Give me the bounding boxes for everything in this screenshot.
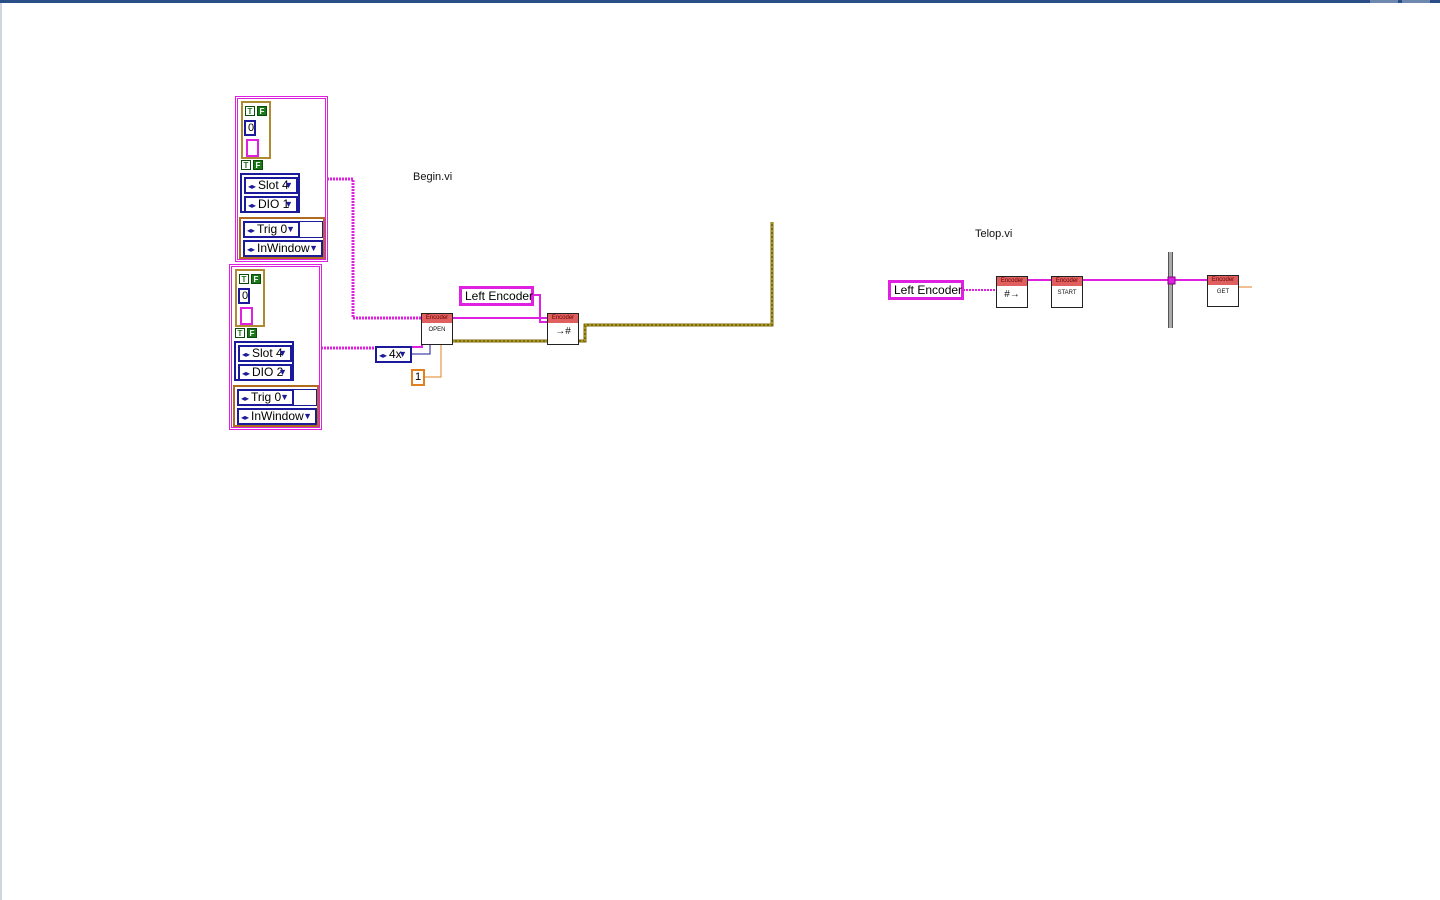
node-label: GET bbox=[1216, 289, 1230, 295]
node-header: Encoder bbox=[548, 314, 578, 323]
slot-dio-cluster: ◂▸Slot 4▼ ◂▸DIO 2▼ bbox=[234, 341, 294, 381]
window-ring[interactable]: ◂▸InWindow▼ bbox=[237, 408, 317, 425]
trigger-cluster: ◂▸Trig 0▼ ◂▸InWindow▼ bbox=[239, 217, 325, 259]
string-constant-empty[interactable] bbox=[240, 307, 253, 325]
tf-hollow-icon: T bbox=[239, 274, 249, 284]
tf-false-icon: F bbox=[253, 160, 263, 170]
left-encoder-name-constant[interactable]: Left Encoder bbox=[459, 286, 534, 306]
node-header: Encoder bbox=[997, 277, 1027, 286]
tf-false-icon: F bbox=[251, 274, 261, 284]
encoder-get-refnum-vi[interactable]: Encoder #→ bbox=[996, 276, 1028, 308]
set-refnum-icon: →# bbox=[555, 326, 571, 337]
encoder-config-cluster-2[interactable]: T F 0 T F ◂▸Slot 4▼ ◂▸DIO 2▼ ◂▸Trig 0▼ ◂… bbox=[229, 264, 322, 430]
node-header: Encoder bbox=[422, 314, 452, 323]
begin-vi-caption: Begin.vi bbox=[413, 171, 453, 183]
wire-cluster1-to-open bbox=[327, 177, 422, 320]
slot-ring[interactable]: ◂▸Slot 4▼ bbox=[238, 345, 292, 362]
minimize-button[interactable] bbox=[1370, 0, 1398, 3]
window-left-border bbox=[0, 3, 2, 900]
dio-ring[interactable]: ◂▸DIO 2▼ bbox=[238, 364, 292, 381]
string-constant-empty[interactable] bbox=[246, 139, 259, 157]
encoding-type-ring[interactable]: ◂▸4x▼ bbox=[375, 346, 412, 363]
window-title-bar bbox=[0, 0, 1440, 3]
numeric-constant[interactable]: 0 bbox=[238, 288, 250, 304]
node-header: Encoder bbox=[1052, 277, 1082, 286]
trigger-ring-tail bbox=[300, 221, 323, 238]
tf-hollow-icon: T bbox=[245, 106, 255, 116]
tf-hollow-icon: T bbox=[235, 328, 245, 338]
teleop-left-encoder-name-constant[interactable]: Left Encoder bbox=[888, 280, 964, 300]
tf-hollow-icon: T bbox=[241, 160, 251, 170]
get-refnum-icon: #→ bbox=[1004, 289, 1020, 300]
tf-false-icon: F bbox=[247, 328, 257, 338]
trigger-ring[interactable]: ◂▸Trig 0▼ bbox=[237, 389, 294, 406]
slot-ring[interactable]: ◂▸Slot 4▼ bbox=[244, 177, 298, 194]
encoder-open-vi[interactable]: Encoder OPEN bbox=[421, 313, 453, 345]
slot-dio-cluster: ◂▸Slot 4▼ ◂▸DIO 1▼ bbox=[240, 173, 300, 213]
tf-false-icon: F bbox=[257, 106, 267, 116]
dio-ring[interactable]: ◂▸DIO 1▼ bbox=[244, 196, 298, 213]
encoder-get-vi[interactable]: Encoder GET bbox=[1207, 275, 1239, 307]
wire-name-to-setref bbox=[534, 294, 548, 323]
wire-ring-to-open bbox=[412, 344, 431, 355]
teleop-vi-caption: Telop.vi bbox=[975, 228, 1013, 240]
trigger-ring-tail bbox=[294, 389, 317, 406]
bool-cluster-1: T F 0 bbox=[241, 101, 271, 159]
index-constant[interactable]: 1 bbox=[411, 369, 425, 386]
wire-index-to-open bbox=[424, 343, 442, 378]
numeric-constant[interactable]: 0 bbox=[244, 120, 256, 136]
close-button[interactable] bbox=[1402, 0, 1430, 3]
sequence-frame-edge bbox=[1168, 252, 1173, 328]
bool-cluster-2: T F 0 bbox=[235, 269, 265, 327]
trigger-ring[interactable]: ◂▸Trig 0▼ bbox=[243, 221, 300, 238]
node-header: Encoder bbox=[1208, 276, 1238, 285]
encoder-config-cluster-1[interactable]: T F 0 T F ◂▸Slot 4▼ ◂▸DIO 1▼ ◂▸Trig 0▼ ◂… bbox=[235, 96, 328, 262]
encoder-set-refnum-vi[interactable]: Encoder →# bbox=[547, 313, 579, 345]
sequence-tunnel bbox=[1167, 276, 1176, 285]
node-label: START bbox=[1057, 290, 1077, 296]
wire-error-chain bbox=[453, 222, 774, 343]
window-ring[interactable]: ◂▸InWindow▼ bbox=[243, 240, 323, 257]
trigger-cluster: ◂▸Trig 0▼ ◂▸InWindow▼ bbox=[233, 385, 319, 427]
node-label: OPEN bbox=[428, 327, 446, 333]
encoder-start-vi[interactable]: Encoder START bbox=[1051, 276, 1083, 308]
